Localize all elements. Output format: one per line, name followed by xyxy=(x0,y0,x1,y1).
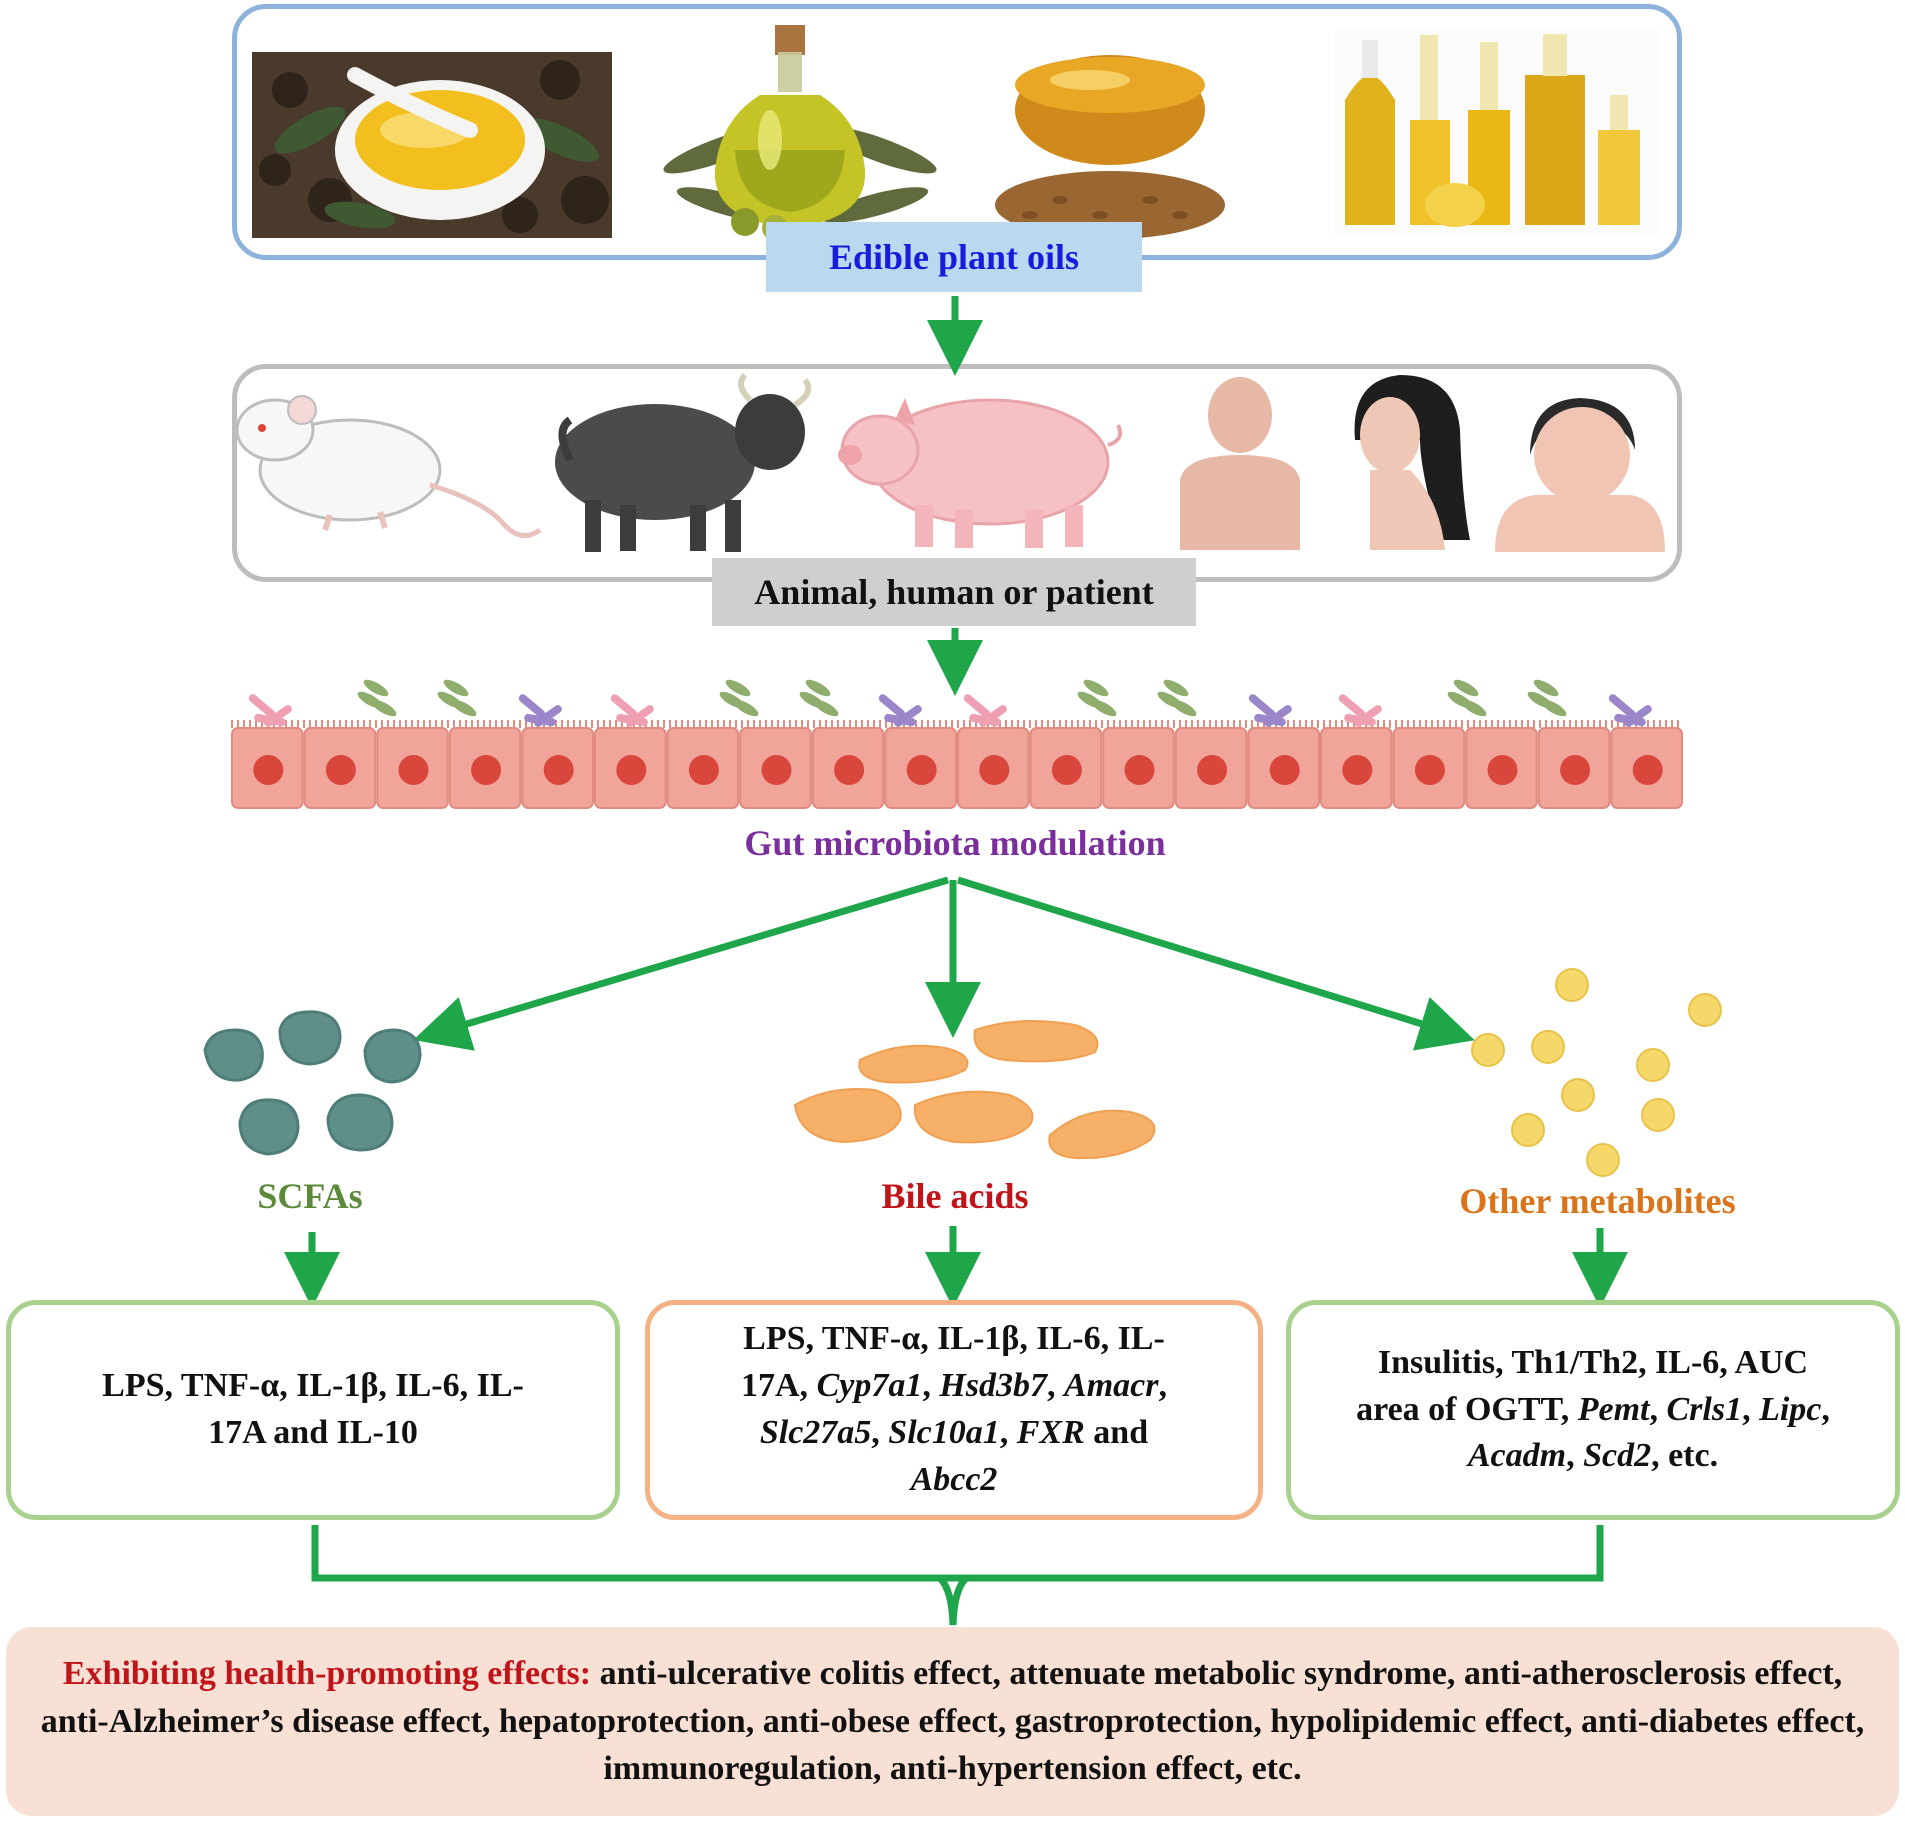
cell-nucleus xyxy=(616,755,647,785)
cell-nucleus xyxy=(834,755,865,785)
cell-nucleus xyxy=(1632,755,1663,785)
microbe-green xyxy=(719,679,759,717)
scfa-effects-box: LPS, TNF-α, IL-1β, IL-6, IL- 17A and IL-… xyxy=(6,1300,620,1520)
bile-acids-label: Bile acids xyxy=(881,1176,1029,1216)
cell-nucleus xyxy=(906,755,937,785)
microbe-purple xyxy=(1608,694,1652,727)
cell-nucleus xyxy=(979,755,1010,785)
other-effects-prefix: area of OGTT, xyxy=(1356,1390,1578,1428)
sep: , xyxy=(922,1367,940,1405)
cell-nucleus xyxy=(543,755,574,785)
cell-nucleus xyxy=(1342,755,1373,785)
subjects-label: Animal, human or patient xyxy=(754,572,1154,612)
sep: , xyxy=(999,1414,1017,1451)
bile-effects-prefix: 17A, xyxy=(741,1367,817,1405)
microbe-green xyxy=(1527,679,1567,717)
microbe-pink xyxy=(610,694,654,727)
cell-nucleus xyxy=(253,755,284,785)
gut-label: Gut microbiota modulation xyxy=(744,823,1166,863)
cell-nucleus xyxy=(325,755,356,785)
cell-nucleus xyxy=(688,755,719,785)
other-effects-line1: Insulitis, Th1/Th2, IL-6, AUC xyxy=(1377,1343,1809,1381)
microbe-green xyxy=(437,679,477,717)
bile-effects-box: LPS, TNF-α, IL-1β, IL-6, IL- 17A, Cyp7a1… xyxy=(645,1300,1263,1520)
gene-crls1: Crls1 xyxy=(1666,1390,1743,1428)
microbe-pink xyxy=(963,694,1007,727)
microbe-green xyxy=(1447,679,1487,717)
pig-icon xyxy=(838,398,1122,548)
sep: , xyxy=(1566,1437,1584,1475)
gene-pemt: Pemt xyxy=(1577,1390,1650,1428)
gene-cyp7a1: Cyp7a1 xyxy=(816,1367,923,1405)
gene-amacr: Amacr xyxy=(1064,1367,1159,1405)
gene-slc10a1: Slc10a1 xyxy=(888,1414,1000,1451)
bracket-connector xyxy=(311,1525,1604,1582)
woman-icon xyxy=(1354,375,1470,550)
olive-oil-jar-icon xyxy=(663,25,937,241)
arrow-gut-to-scfa xyxy=(413,876,950,1051)
oils-label: Edible plant oils xyxy=(828,237,1080,277)
sep: , xyxy=(1158,1367,1167,1405)
cell-nucleus xyxy=(1269,755,1300,785)
gene-acadm: Acadm xyxy=(1467,1437,1567,1475)
sep: , xyxy=(1649,1390,1667,1428)
microbe-pink xyxy=(248,694,292,727)
gene-hsd3b7: Hsd3b7 xyxy=(939,1367,1048,1405)
cell-nucleus xyxy=(1051,755,1082,785)
microbe-green xyxy=(357,679,397,717)
cell-nucleus xyxy=(1560,755,1591,785)
microbe-purple xyxy=(1248,694,1292,727)
cell-nucleus xyxy=(471,755,502,785)
scfa-clusters-icon xyxy=(203,1010,422,1156)
summary-text: anti-ulcerative colitis effect, attenuat… xyxy=(40,1655,1865,1788)
human-icon xyxy=(1180,377,1300,550)
gene-abcc2: Abcc2 xyxy=(910,1460,998,1498)
summary-heading: Exhibiting health-promoting effects: xyxy=(62,1655,592,1693)
sep: , xyxy=(1821,1390,1830,1428)
gene-slc27a5: Slc27a5 xyxy=(759,1414,872,1451)
scfa-label: SCFAs xyxy=(257,1176,363,1216)
microbe-green xyxy=(799,679,839,717)
microbe-purple xyxy=(518,694,562,727)
summary-box: Exhibiting health-promoting effects: ant… xyxy=(6,1627,1899,1816)
microbe-purple xyxy=(878,694,922,727)
microbe-pink xyxy=(1338,694,1382,727)
scfa-effects-line2: 17A and IL-10 xyxy=(208,1414,418,1451)
rat-icon xyxy=(235,395,542,539)
cell-nucleus xyxy=(761,755,792,785)
etc-text: , etc. xyxy=(1651,1437,1719,1475)
flaxseed-oil-bowl-icon xyxy=(995,55,1225,239)
gene-fxr: FXR xyxy=(1016,1414,1085,1451)
arrow-gut-to-other xyxy=(956,876,1475,1051)
cell-nucleus xyxy=(1487,755,1518,785)
microbe-green xyxy=(1157,679,1197,717)
cell-nucleus xyxy=(1197,755,1228,785)
oil-bottles-icon xyxy=(1335,30,1660,235)
sep: , xyxy=(1047,1367,1065,1405)
cell-nucleus xyxy=(1414,755,1445,785)
scfa-effects-line1: LPS, TNF-α, IL-1β, IL-6, IL- xyxy=(102,1367,524,1405)
sep: , xyxy=(871,1414,889,1451)
bile-acid-blobs-icon xyxy=(793,1020,1156,1160)
gene-lipc: Lipc xyxy=(1759,1390,1822,1428)
bile-effects-line1: LPS, TNF-α, IL-1β, IL-6, IL- xyxy=(743,1320,1165,1358)
camellia-oil-bowl-icon xyxy=(252,52,612,238)
sep: , xyxy=(1742,1390,1760,1428)
other-effects-box: Insulitis, Th1/Th2, IL-6, AUC area of OG… xyxy=(1286,1300,1900,1520)
gene-scd2: Scd2 xyxy=(1583,1437,1652,1475)
bull-icon xyxy=(555,372,812,552)
and-text: and xyxy=(1084,1414,1149,1451)
oils-label-box: Edible plant oils xyxy=(766,222,1142,292)
subjects-label-box: Animal, human or patient xyxy=(712,558,1196,626)
other-metabolites-label: Other metabolites xyxy=(1459,1181,1736,1221)
cell-nucleus xyxy=(398,755,429,785)
yellow-dots-icon xyxy=(1471,968,1722,1177)
cell-nucleus xyxy=(1124,755,1155,785)
obese-patient-icon xyxy=(1495,398,1665,552)
gut-epithelium-icon xyxy=(231,679,1684,809)
microbe-green xyxy=(1077,679,1117,717)
